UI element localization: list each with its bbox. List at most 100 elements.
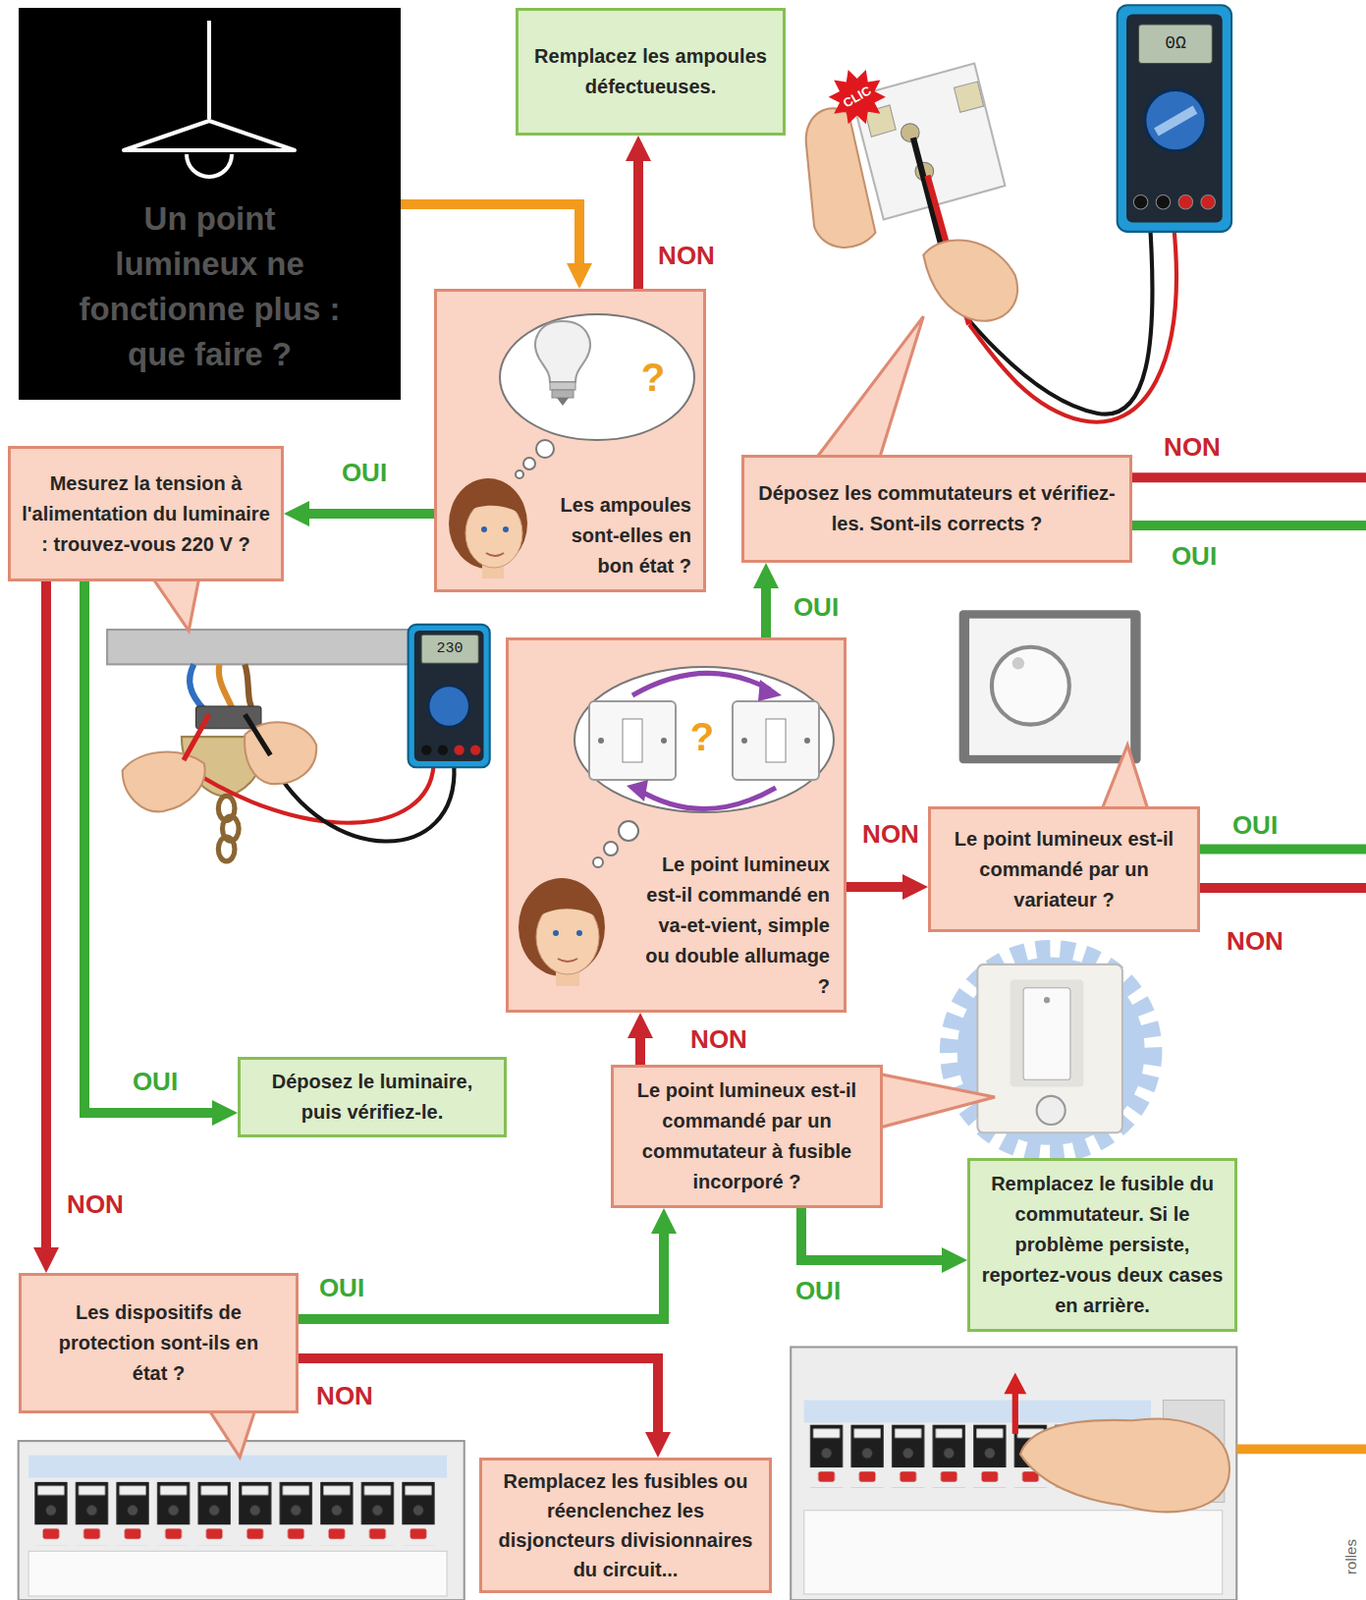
thought-bubble [732, 701, 820, 780]
luminaire-test-illustration [421, 634, 479, 663]
dimmer-illustration [969, 618, 1131, 756]
breaker-panel-illustration [790, 1346, 1237, 1600]
branch-label: NON [657, 241, 715, 271]
box-text: Remplacez le fusible du commutateur. Si … [980, 1168, 1225, 1321]
meter-reading: 0Ω [1164, 34, 1187, 55]
breaker-panel-illustration [30, 1481, 439, 1545]
thought-bubble [481, 526, 488, 533]
branch-label: NON [1226, 927, 1284, 956]
thought-bubble [536, 898, 602, 920]
fused-switch-illustration [1023, 987, 1071, 1081]
switch-test-illustration [1126, 14, 1223, 223]
box-text: Mesurez la tension à l'alimentation du l… [20, 468, 272, 560]
branch-label: NON [862, 819, 920, 849]
thought-bubble [536, 439, 554, 458]
luminaire-test-illustration [421, 744, 432, 755]
luminaire-test-illustration [470, 744, 481, 755]
branch-line [1127, 520, 1366, 531]
thought-bubble [622, 718, 643, 763]
flow-arrow [801, 1207, 942, 1260]
fused-switch-illustration [1043, 996, 1050, 1003]
dimmer-illustration [959, 609, 1142, 764]
branch-label: OUI [795, 1276, 841, 1306]
flow-arrow [41, 581, 52, 1248]
question-box: Déposez les commutateurs et vérifiez-les… [741, 454, 1133, 563]
dimmer-illustration [959, 609, 1142, 764]
thought-bubble [589, 701, 676, 780]
breaker-panel-illustration [28, 1455, 447, 1478]
flow-arrow [298, 1233, 664, 1319]
fused-switch-illustration [957, 957, 1146, 1146]
thought-bubble [741, 737, 748, 744]
switch-test-illustration [1201, 194, 1216, 210]
branch-label: OUI [319, 1273, 365, 1303]
lamp-icon [186, 154, 232, 177]
luminaire-test-illustration [437, 744, 448, 755]
thought-bubble [502, 526, 509, 533]
callout-pointer [816, 316, 924, 458]
thought-bubble [549, 382, 576, 390]
luminaire-test-illustration [107, 629, 414, 664]
thought-bubble [557, 958, 578, 962]
flow-arrow [298, 1358, 658, 1432]
luminaire-test-illustration [218, 795, 239, 861]
question-box: Le point lumineux est-il commandé par un… [928, 806, 1201, 932]
question-box: Le point lumineux est-il commandé par un… [610, 1064, 883, 1208]
switch-test-illustration [828, 69, 886, 124]
box-text: Les ampoules sont-elles en bon état ? [535, 490, 692, 582]
switch-test-illustration [1117, 4, 1232, 232]
callout-pointer [1101, 744, 1148, 809]
thought-bubble [464, 495, 524, 516]
action-box: Remplacez le fusible du commutateur. Si … [967, 1157, 1238, 1332]
flow-arrow [633, 161, 644, 289]
question-mark: ? [690, 714, 714, 759]
branch-label: OUI [1232, 811, 1278, 840]
question-mark: ? [641, 355, 665, 399]
breaker-panel-illustration [1020, 1419, 1230, 1513]
thought-bubble [448, 478, 528, 569]
click-mark: CLIC [840, 83, 874, 111]
fused-switch-illustration [1037, 1095, 1066, 1125]
luminaire-test-illustration [244, 713, 271, 756]
flow-arrow [761, 588, 771, 638]
breaker-panel-illustration [804, 1510, 1223, 1594]
branch-label: NON [316, 1381, 374, 1411]
switch-test-illustration [1178, 194, 1194, 210]
action-box: Remplacez les ampoules défectueuses. [515, 7, 786, 136]
luminaire-test-illustration [414, 630, 485, 762]
box-text: Remplacez les fusibles ou réenclenchez l… [491, 1466, 760, 1585]
thought-bubble [626, 779, 649, 802]
question-box: Les dispositifs de protection sont-ils e… [18, 1272, 299, 1414]
lamp-icon [207, 20, 212, 119]
question-box: Les ampoules sont-elles en bon état ? [434, 288, 707, 593]
thought-bubble [593, 857, 603, 868]
fused-switch-illustration [948, 948, 1153, 1153]
switch-test-illustration [969, 222, 1177, 423]
thought-bubble [758, 679, 782, 702]
thought-bubble [535, 321, 591, 383]
branch-label: OUI [793, 593, 839, 622]
branch-line [1236, 1443, 1366, 1454]
thought-bubble [551, 389, 574, 398]
thought-bubble [598, 737, 604, 744]
luminaire-test-illustration [408, 624, 491, 767]
flow-arrow [635, 1038, 646, 1065]
question-box: Remplacez les fusibles ou réenclenchez l… [479, 1457, 772, 1593]
callout-pointer [153, 578, 200, 631]
fused-switch-illustration [948, 948, 1153, 1153]
switch-test-illustration [1145, 89, 1206, 151]
publisher-watermark: rolles [1343, 1538, 1361, 1575]
branch-label: NON [66, 1190, 124, 1219]
lamp-icon [123, 120, 295, 151]
thought-bubble [632, 672, 770, 696]
thought-bubble [515, 470, 524, 479]
thought-bubble [804, 737, 811, 744]
thought-bubble [660, 737, 667, 744]
switch-test-illustration [806, 4, 1232, 423]
thought-bubble [603, 841, 618, 856]
luminaire-test-illustration [218, 836, 235, 862]
fused-switch-illustration [1010, 979, 1085, 1087]
dimmer-illustration [1012, 656, 1025, 669]
question-box: Le point lumineux est-il commandé en va-… [505, 637, 847, 1013]
breaker-panel-illustration [28, 1550, 447, 1596]
